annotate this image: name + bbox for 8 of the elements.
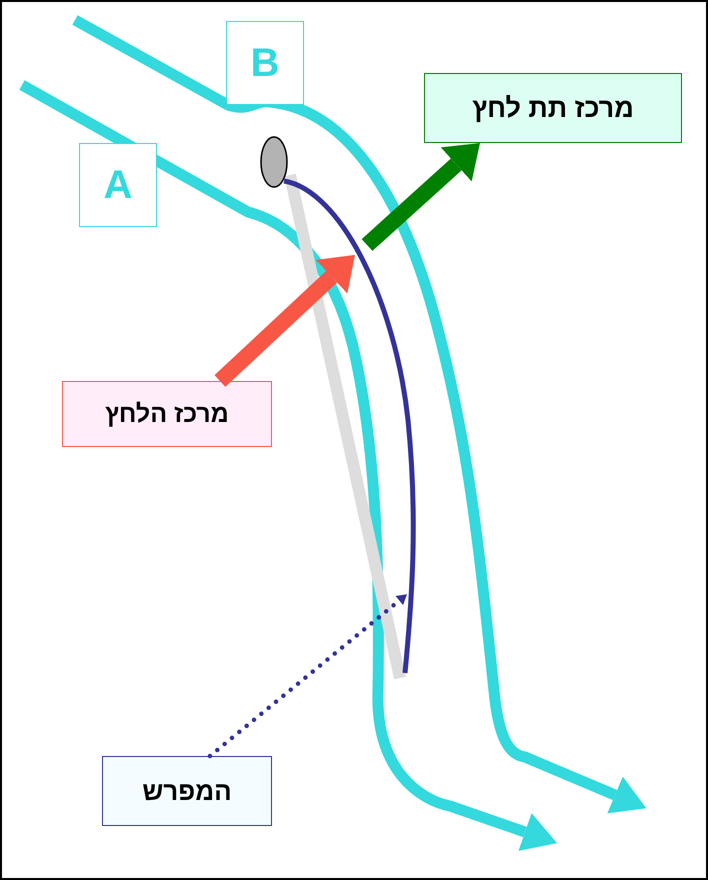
leader-line: [208, 594, 407, 758]
label-box: מרכז תת לחץ: [424, 73, 682, 143]
arrow: [214, 254, 356, 387]
label-box: המפרש: [102, 756, 272, 826]
label-box: A: [79, 143, 157, 227]
arrow: [362, 143, 480, 251]
label-box: B: [226, 21, 304, 105]
label-box: מרכז הלחץ: [62, 381, 272, 447]
